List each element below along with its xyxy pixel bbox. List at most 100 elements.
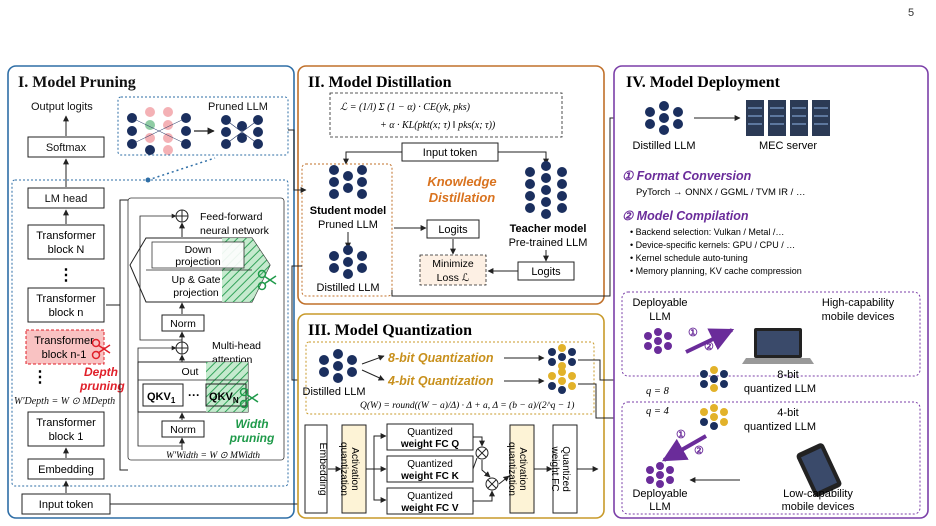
- norm-box-bottom: [161, 420, 205, 438]
- q4-deploy-label: q = 4: [646, 406, 670, 417]
- q4-label: 4-bit Quantization: [387, 374, 494, 388]
- qfc-out-label: Quantizedweight FC: [549, 445, 571, 491]
- act-quant-label-1: Activationquantization: [338, 442, 360, 496]
- output-logits-label: Output logits: [31, 101, 93, 113]
- pruned-network-icon: [221, 115, 263, 149]
- q4-deploy-network-icon: [700, 404, 728, 430]
- depth-pruning-label-1: Depth: [84, 365, 118, 379]
- block-n-line1: Transformer: [36, 293, 96, 305]
- student-box: [301, 163, 393, 297]
- q8-deploy-network-icon: [700, 366, 728, 392]
- q8-llm-label-1: 8-bit: [777, 369, 798, 381]
- minimize-label-1: Minimize: [432, 258, 474, 270]
- scissors-green-icon-ffn: [257, 269, 277, 291]
- panel-distillation-title: II. Model Distillation: [308, 74, 452, 91]
- act-quant-box-2: [509, 424, 535, 514]
- transformer-detail-inner: [127, 197, 285, 461]
- deployable-low-network-icon: [646, 462, 674, 488]
- scissors-green-icon-attn: [239, 387, 259, 409]
- minimize-loss-box: [419, 254, 487, 286]
- norm-top-label: Norm: [170, 318, 196, 330]
- q4-llm-label-2: quantized LLM: [744, 421, 816, 433]
- block-1-line2: block 1: [49, 431, 84, 443]
- deploy-distilled-network-icon: [645, 101, 683, 135]
- block-1-line1: Transformer: [36, 417, 96, 429]
- q4-network-icon: [548, 368, 576, 394]
- quant-formula: Q(W) = round((W − a)/Δ) · Δ + a, Δ = (b …: [360, 400, 574, 411]
- student-network-icon: [329, 165, 367, 199]
- compilation-bullet-1: • Backend selection: Vulkan / Metal /…: [630, 227, 784, 237]
- panel-deployment-frame: [613, 65, 929, 519]
- panel-model-pruning: I. Model Pruning Output logits Pruned LL…: [7, 65, 304, 519]
- qfc-v-label-2: weight FC V: [400, 503, 459, 514]
- block-n-line2: block n: [49, 307, 84, 319]
- qkv-1-box: [142, 383, 184, 407]
- quant-top-box: [305, 341, 595, 415]
- high-capability-label-1: High-capability: [822, 297, 895, 309]
- depth-pruning-label-2: pruning: [79, 379, 125, 393]
- embedding-box: [27, 458, 105, 480]
- width-formula: W′Width = W ⊙ MWidth: [166, 451, 260, 461]
- qfc-q-box: [386, 423, 474, 451]
- loss-formula-line1: ℒ = (1/l) Σ (1 − α) · CE(yk, pks): [340, 102, 471, 113]
- qfc-out-box: [552, 424, 578, 514]
- deployable-high-network-icon: [644, 328, 672, 354]
- panel-quantization-title: III. Model Quantization: [308, 322, 472, 339]
- student-logits-box: [426, 219, 480, 239]
- norm-box-top: [161, 314, 205, 332]
- student-label-1: Student model: [310, 205, 386, 217]
- out-label: Out: [182, 366, 199, 378]
- high-capability-label-2: mobile devices: [822, 311, 895, 323]
- teacher-label-1: Teacher model: [510, 223, 587, 235]
- block-zoom-bracket: [106, 199, 128, 306]
- qfc-q-label-2: weight FC Q: [400, 439, 460, 450]
- depth-formula: W′Depth = W ⊙ MDepth: [14, 396, 115, 407]
- low-capability-label-1: Low-capability: [783, 488, 853, 500]
- width-pruning-label-2: pruning: [229, 431, 275, 445]
- pruned-llm-label: Pruned LLM: [208, 101, 268, 113]
- transformer-block-1: [27, 411, 105, 447]
- deployable-low-label-2: LLM: [649, 501, 670, 513]
- attention-width-pruned-area: [206, 362, 248, 412]
- model-compilation-title: ② Model Compilation: [622, 209, 749, 223]
- distill-output-label: Distilled LLM: [317, 282, 380, 294]
- transformer-detail-box: [11, 179, 289, 487]
- panel-pruning-title: I. Model Pruning: [18, 74, 136, 91]
- q8-label: 8-bit Quantization: [388, 351, 494, 365]
- width-pruning-label-1: Width: [235, 417, 268, 431]
- norm-bottom-label: Norm: [170, 424, 196, 436]
- deployable-low-label-1: Deployable: [632, 488, 687, 500]
- laptop-icon: [742, 328, 814, 364]
- qkv-ellipsis: ···: [188, 388, 200, 402]
- qkv-n-label: QKVN: [209, 391, 239, 405]
- pruning-to-distill-arrow: [288, 129, 307, 193]
- format-conversion-body: PyTorch → ONNX / GGML / TVM IR / …: [636, 187, 805, 198]
- low-capability-label-2: mobile devices: [782, 501, 855, 513]
- block-nm1-line1: Transformer: [34, 335, 94, 347]
- mec-server-icon: [746, 100, 830, 136]
- down-proj-label-1: Down: [185, 244, 212, 256]
- ffn-label-1: Feed-forward: [200, 211, 263, 223]
- upgate-label-2: projection: [173, 287, 219, 299]
- loss-formula-line2: + α · KL(pkt(x; τ) ‖ pks(x; τ)): [380, 120, 496, 131]
- mec-server-label: MEC server: [759, 140, 817, 152]
- block-N-line2: block N: [48, 244, 85, 256]
- low-capability-box: [621, 401, 921, 515]
- softmax-label: Softmax: [46, 142, 87, 154]
- format-conversion-title: ① Format Conversion: [622, 169, 752, 183]
- page-number: 5: [908, 7, 914, 19]
- qkv-1-label: QKV1: [147, 391, 176, 405]
- deployable-high-label-1: Deployable: [632, 297, 687, 309]
- qfc-v-box: [386, 487, 474, 515]
- mha-label-1: Multi-head: [212, 340, 261, 352]
- panel-deployment-title: IV. Model Deployment: [626, 74, 781, 91]
- deploy-high-step1: ①: [688, 327, 698, 339]
- qfc-q-label-1: Quantized: [407, 427, 453, 438]
- distill-input-token-label: Input token: [423, 147, 477, 159]
- transformer-block-n-minus-1: [25, 329, 105, 365]
- q4-llm-label-1: 4-bit: [777, 407, 798, 419]
- zoom-dotted-line: [147, 157, 216, 181]
- distilled-network-icon: [329, 245, 367, 279]
- quant-distilled-label: Distilled LLM: [303, 386, 366, 398]
